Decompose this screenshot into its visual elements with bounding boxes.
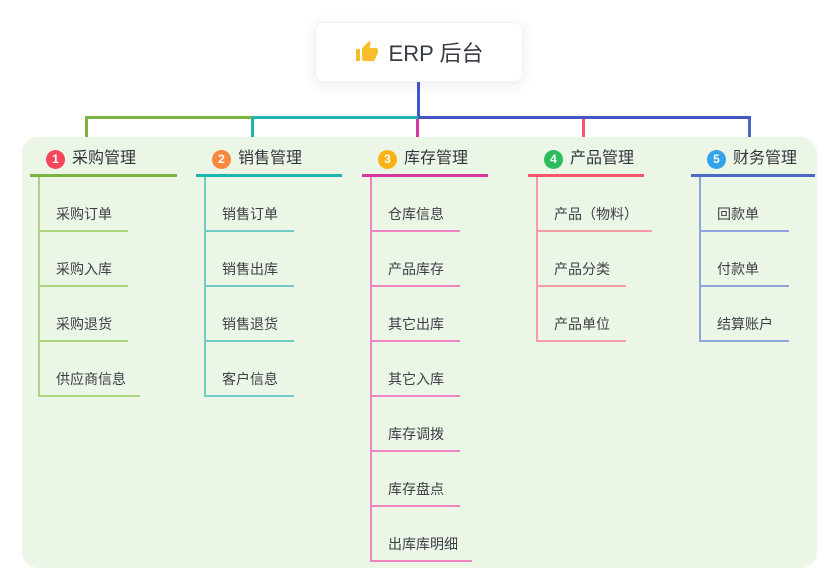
- branch-number-badge: 4: [544, 149, 563, 169]
- branch-children: 采购订单采购入库采购退货供应商信息: [38, 177, 140, 397]
- branch-label: 采购管理: [72, 150, 137, 167]
- child-node[interactable]: 库存盘点: [372, 452, 460, 507]
- branch-children: 仓库信息产品库存其它出库其它入库库存调拨库存盘点出库库明细: [370, 177, 472, 562]
- child-node[interactable]: 产品单位: [538, 287, 626, 342]
- branch-node[interactable]: 1 采购管理: [30, 148, 177, 177]
- branch-财务管理: 5 财务管理 回款单付款单结算账户: [691, 148, 815, 342]
- child-node[interactable]: 客户信息: [206, 342, 294, 397]
- root-drop-line: [417, 82, 420, 116]
- branch-label: 销售管理: [238, 150, 303, 167]
- child-node[interactable]: 产品库存: [372, 232, 460, 287]
- branches-panel: 1 采购管理 采购订单采购入库采购退货供应商信息 2 销售管理 销售订单销售出库…: [22, 137, 817, 568]
- branch-children: 回款单付款单结算账户: [699, 177, 789, 342]
- child-node[interactable]: 付款单: [701, 232, 789, 287]
- child-node[interactable]: 产品（物料）: [538, 177, 652, 232]
- branch-label: 财务管理: [733, 150, 798, 167]
- h-line-right-blue: [418, 116, 751, 119]
- child-node[interactable]: 供应商信息: [40, 342, 140, 397]
- branch-node[interactable]: 2 销售管理: [196, 148, 342, 177]
- branch-node[interactable]: 5 财务管理: [691, 148, 815, 177]
- branch-产品管理: 4 产品管理 产品（物料）产品分类产品单位: [528, 148, 652, 342]
- child-node[interactable]: 结算账户: [701, 287, 789, 342]
- branch-库存管理: 3 库存管理 仓库信息产品库存其它出库其它入库库存调拨库存盘点出库库明细: [362, 148, 488, 562]
- thumbs-up-icon: [355, 40, 379, 64]
- h-line-left-green: [85, 116, 252, 119]
- h-line-mid-teal: [252, 116, 418, 119]
- root-title: ERP 后台: [388, 41, 484, 66]
- child-node[interactable]: 销售出库: [206, 232, 294, 287]
- child-node[interactable]: 采购入库: [40, 232, 128, 287]
- branch-drop-line-1: [85, 119, 88, 147]
- branch-number-badge: 1: [46, 149, 65, 169]
- child-node[interactable]: 其它入库: [372, 342, 460, 397]
- branch-drop-line-2: [251, 119, 254, 147]
- child-node[interactable]: 库存调拨: [372, 397, 460, 452]
- branch-node[interactable]: 4 产品管理: [528, 148, 644, 177]
- branch-销售管理: 2 销售管理 销售订单销售出库销售退货客户信息: [196, 148, 342, 397]
- branch-number-badge: 3: [378, 149, 397, 169]
- child-node[interactable]: 销售订单: [206, 177, 294, 232]
- branch-number-badge: 5: [707, 149, 726, 169]
- branch-label: 产品管理: [570, 150, 635, 167]
- child-node[interactable]: 采购订单: [40, 177, 128, 232]
- child-node[interactable]: 仓库信息: [372, 177, 460, 232]
- branch-drop-line-5: [748, 119, 751, 147]
- branch-children: 销售订单销售出库销售退货客户信息: [204, 177, 294, 397]
- root-node[interactable]: ERP 后台: [315, 22, 523, 82]
- child-node[interactable]: 出库库明细: [372, 507, 472, 562]
- child-node[interactable]: 销售退货: [206, 287, 294, 342]
- branch-label: 库存管理: [404, 150, 469, 167]
- branch-children: 产品（物料）产品分类产品单位: [536, 177, 652, 342]
- branch-number-badge: 2: [212, 149, 231, 169]
- child-node[interactable]: 采购退货: [40, 287, 128, 342]
- branch-drop-line-4: [582, 119, 585, 147]
- child-node[interactable]: 产品分类: [538, 232, 626, 287]
- child-node[interactable]: 其它出库: [372, 287, 460, 342]
- branch-采购管理: 1 采购管理 采购订单采购入库采购退货供应商信息: [30, 148, 177, 397]
- branch-drop-line-3: [416, 119, 419, 147]
- child-node[interactable]: 回款单: [701, 177, 789, 232]
- branch-node[interactable]: 3 库存管理: [362, 148, 488, 177]
